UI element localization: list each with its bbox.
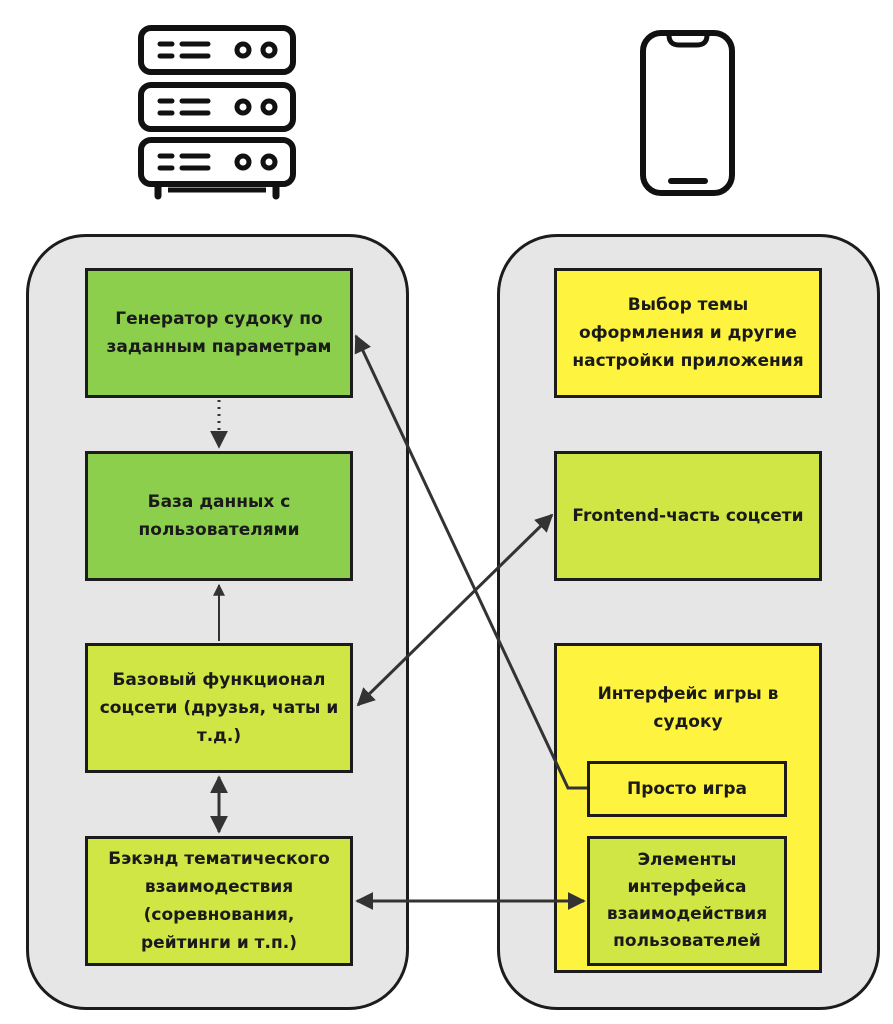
user-database-box: База данных с пользователями	[85, 451, 353, 581]
settings-box: Выбор темы оформления и другие настройки…	[554, 268, 822, 398]
sudoku-generator-box: Генератор судоку по заданным параметрам	[85, 268, 353, 398]
server-icon	[138, 25, 296, 200]
game-interface-title: Интерфейс игры в судоку	[597, 684, 779, 732]
social-core-label: Базовый функционал соцсети (друзья, чаты…	[99, 670, 339, 746]
frontend-box: Frontend-часть соцсети	[554, 451, 822, 581]
backend-box: Бэкэнд тематического взаимодествия (соре…	[85, 836, 353, 966]
interaction-elements-label: Элементы интерфейса взаимодействия польз…	[606, 850, 768, 951]
backend-label: Бэкэнд тематического взаимодествия (соре…	[108, 849, 330, 953]
user-database-label: База данных с пользователями	[138, 492, 300, 540]
just-game-box: Просто игра	[587, 761, 787, 817]
smartphone-icon	[640, 30, 735, 196]
social-frontend-arrow	[356, 513, 554, 707]
interaction-elements-box: Элементы интерфейса взаимодействия польз…	[587, 836, 787, 966]
sudoku-generator-label: Генератор судоку по заданным параметрам	[106, 309, 332, 357]
social-core-box: Базовый функционал соцсети (друзья, чаты…	[85, 643, 353, 773]
just-game-label: Просто игра	[626, 779, 748, 799]
game-to-generator-arrow	[354, 334, 587, 790]
frontend-label: Frontend-часть соцсети	[572, 506, 804, 526]
settings-label: Выбор темы оформления и другие настройки…	[572, 295, 804, 371]
